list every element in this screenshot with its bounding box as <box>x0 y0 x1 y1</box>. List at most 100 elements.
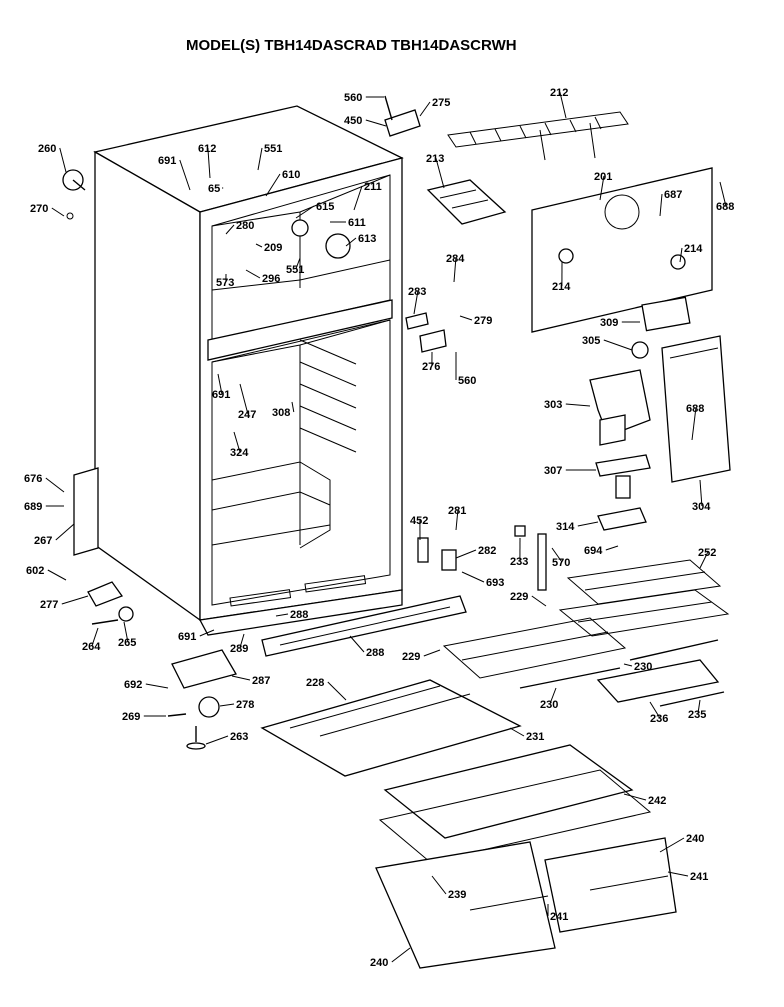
callout-number: 282 <box>478 545 496 557</box>
lower-grille <box>261 595 467 657</box>
callout-288a: 288 <box>275 609 308 621</box>
callout-number: 676 <box>24 473 42 485</box>
callout-leader <box>345 237 357 247</box>
callout-number: 305 <box>582 335 600 347</box>
callout-leader <box>391 947 411 963</box>
callout-number: 252 <box>698 547 716 559</box>
callout-288b: 288 <box>349 635 384 659</box>
ice-tray <box>426 179 507 225</box>
trim-piece-282 <box>441 549 457 571</box>
callout-number: 267 <box>34 535 52 547</box>
callout-leader <box>295 205 315 219</box>
callout-number: 279 <box>474 315 492 327</box>
callout-leader <box>459 315 473 321</box>
callout-leader <box>353 185 363 211</box>
callout-235: 235 <box>688 699 706 721</box>
callout-689: 689 <box>24 501 64 513</box>
callout-leader <box>699 479 703 507</box>
callout-number: 308 <box>272 407 290 419</box>
roller-wheel <box>118 606 134 622</box>
callout-leader <box>225 224 235 235</box>
callout-551b: 551 <box>286 257 304 276</box>
callout-leader <box>623 793 647 801</box>
callout-leader <box>205 735 229 745</box>
fan-blade <box>325 233 351 259</box>
callout-573: 573 <box>216 273 234 289</box>
callout-281: 281 <box>448 505 466 531</box>
callout-leader <box>207 147 211 179</box>
callout-number: 692 <box>124 679 142 691</box>
callout-number: 284 <box>446 253 465 265</box>
callout-number: 214 <box>552 281 571 293</box>
callout-leader <box>649 701 661 719</box>
diagram-title: MODEL(S) TBH14DASCRAD TBH14DASCRWH <box>186 37 517 54</box>
callout-309: 309 <box>600 317 640 329</box>
callout-leader <box>699 551 709 569</box>
callout-leader <box>61 595 89 605</box>
callout-269: 269 <box>122 711 166 723</box>
callout-229a: 229 <box>510 591 547 607</box>
callout-233: 233 <box>510 537 528 568</box>
callout-212: 212 <box>550 87 568 119</box>
callout-214a: 214 <box>552 261 571 293</box>
callout-610: 610 <box>265 169 300 197</box>
callout-number: 241 <box>550 911 568 923</box>
callout-278: 278 <box>219 699 254 711</box>
label-plate <box>641 296 691 332</box>
fresh-food-shelf-lower <box>442 617 719 689</box>
callout-602: 602 <box>26 565 67 581</box>
callout-leader <box>461 571 485 583</box>
control-knob <box>631 341 649 359</box>
callout-leader <box>255 243 263 248</box>
callout-241a: 241 <box>667 871 708 883</box>
callout-number: 283 <box>408 286 426 298</box>
crisper-cover <box>378 744 652 863</box>
callout-number: 296 <box>262 273 280 285</box>
shelf-track-570 <box>537 533 547 591</box>
callout-leader <box>565 403 591 407</box>
callout-number: 691 <box>178 631 196 643</box>
callout-280: 280 <box>225 220 254 235</box>
callout-number: 613 <box>358 233 376 245</box>
callout-270: 270 <box>30 203 65 217</box>
trim-piece-452 <box>417 537 429 563</box>
callout-leader <box>265 173 281 197</box>
fresh-food-shelf-upper <box>558 559 730 637</box>
callout-leader <box>413 290 419 315</box>
callout-number: 307 <box>544 465 562 477</box>
callout-leader <box>45 477 65 493</box>
crisper-drawer-right <box>544 837 677 933</box>
callout-leader <box>199 629 215 637</box>
callout-283: 283 <box>408 286 426 315</box>
callout-leader <box>91 627 99 647</box>
callout-691b: 691 <box>212 373 230 401</box>
callout-number: 288 <box>290 609 308 621</box>
callout-number: 452 <box>410 515 428 527</box>
callout-leader <box>55 523 75 541</box>
callout-leader <box>549 687 557 705</box>
callout-number: 304 <box>692 501 711 513</box>
callout-267: 267 <box>34 523 75 547</box>
callout-leader <box>623 663 633 667</box>
callout-452: 452 <box>410 515 428 541</box>
hinge-bracket <box>384 95 421 137</box>
callout-201: 201 <box>594 171 612 201</box>
callout-number: 228 <box>306 677 324 689</box>
callout-284: 284 <box>446 253 465 283</box>
callout-leader <box>455 549 477 559</box>
evaporator-cover-panel <box>531 167 713 333</box>
callout-leader <box>599 175 605 201</box>
callout-number: 689 <box>24 501 42 513</box>
hinge-cap <box>66 212 74 220</box>
callout-number: 235 <box>688 709 706 721</box>
callout-252: 252 <box>698 547 716 569</box>
callout-leader <box>217 373 223 395</box>
roller-axle <box>91 619 119 625</box>
callout-leader <box>455 509 459 531</box>
callout-304: 304 <box>692 479 711 513</box>
callout-560a: 560 <box>344 92 384 104</box>
lower-hinge-bracket <box>73 467 99 556</box>
front-roller <box>198 696 220 718</box>
callout-570: 570 <box>551 547 570 569</box>
callout-236: 236 <box>649 701 668 725</box>
